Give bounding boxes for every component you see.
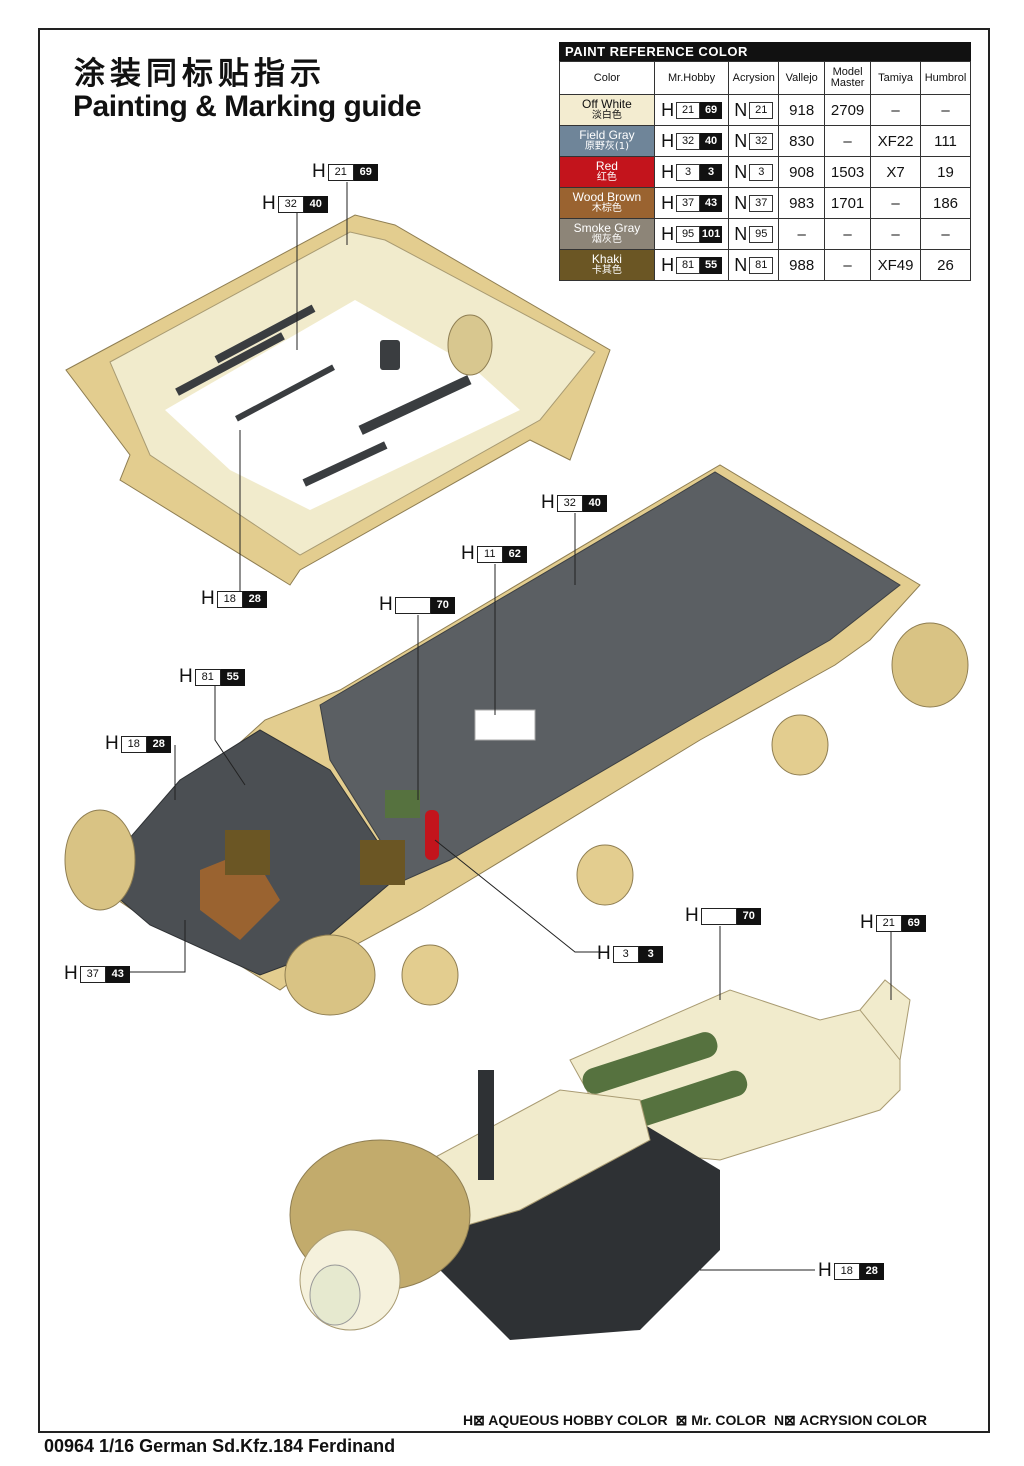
tamiya-code: X7 [870,156,921,188]
footer-product-title: 00964 1/16 German Sd.Kfz.184 Ferdinand [44,1436,396,1456]
title-english: Painting & Marking guide [73,90,422,123]
model-master-code: – [824,249,872,281]
col-tamiya: Tamiya [870,61,921,95]
vallejo-code: 918 [778,94,826,126]
color-legend: H⊠ AQUEOUS HOBBY COLOR ⊠ Mr. COLOR N⊠ AC… [463,1412,927,1429]
col-acrysion: Acrysion [728,61,780,95]
page-frame [38,28,990,1433]
humbrol-code: 26 [920,249,971,281]
paint-reference-table: PAINT REFERENCE COLOR Color Mr.Hobby Acr… [559,42,971,281]
title-chinese: 涂装同标贴指示 [74,56,326,92]
humbrol-code: – [920,94,971,126]
legend-acrysion: N⊠ ACRYSION COLOR [773,1412,927,1428]
vallejo-code: 988 [778,249,826,281]
model-master-code: – [824,125,872,157]
humbrol-code: – [920,218,971,250]
paint-table-heading: PAINT REFERENCE COLOR [559,42,971,61]
upper-hull-illustration [65,214,611,586]
tamiya-code: XF49 [870,249,921,281]
paint-table-header-row: Color Mr.Hobby Acrysion Vallejo Model Ma… [559,61,971,95]
col-humbrol: Humbrol [920,61,971,95]
humbrol-code: 111 [920,125,971,157]
lower-hull-illustration [64,464,969,1016]
gun-assembly-illustration [289,979,911,1340]
legend-mr-color: ⊠ Mr. COLOR [675,1412,766,1428]
paint-table-grid: Color Mr.Hobby Acrysion Vallejo Model Ma… [559,61,971,281]
leader-lines [130,182,892,1271]
tamiya-code: XF22 [870,125,921,157]
legend-aqueous: H⊠ AQUEOUS HOBBY COLOR [463,1412,668,1428]
col-vallejo: Vallejo [778,61,826,95]
